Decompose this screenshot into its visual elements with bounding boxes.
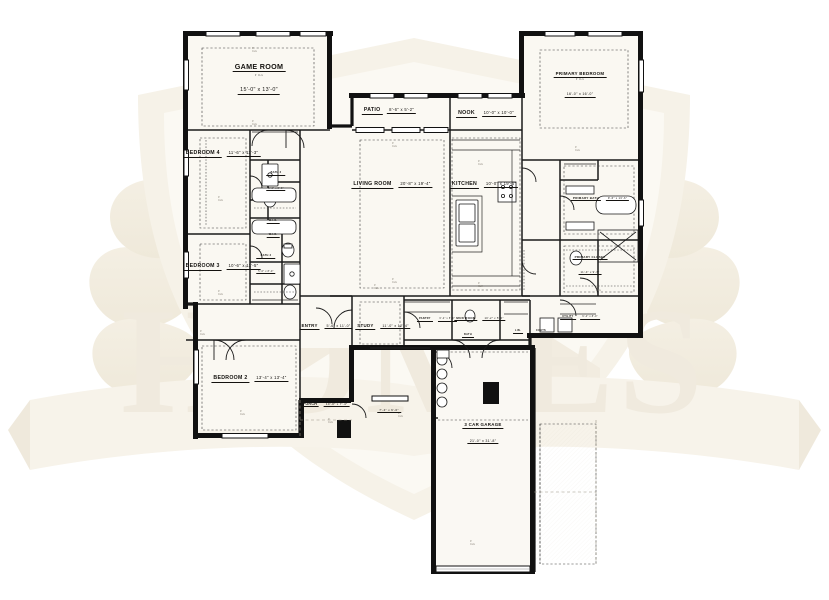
garage-door [435, 565, 531, 573]
room-floors [186, 34, 640, 568]
